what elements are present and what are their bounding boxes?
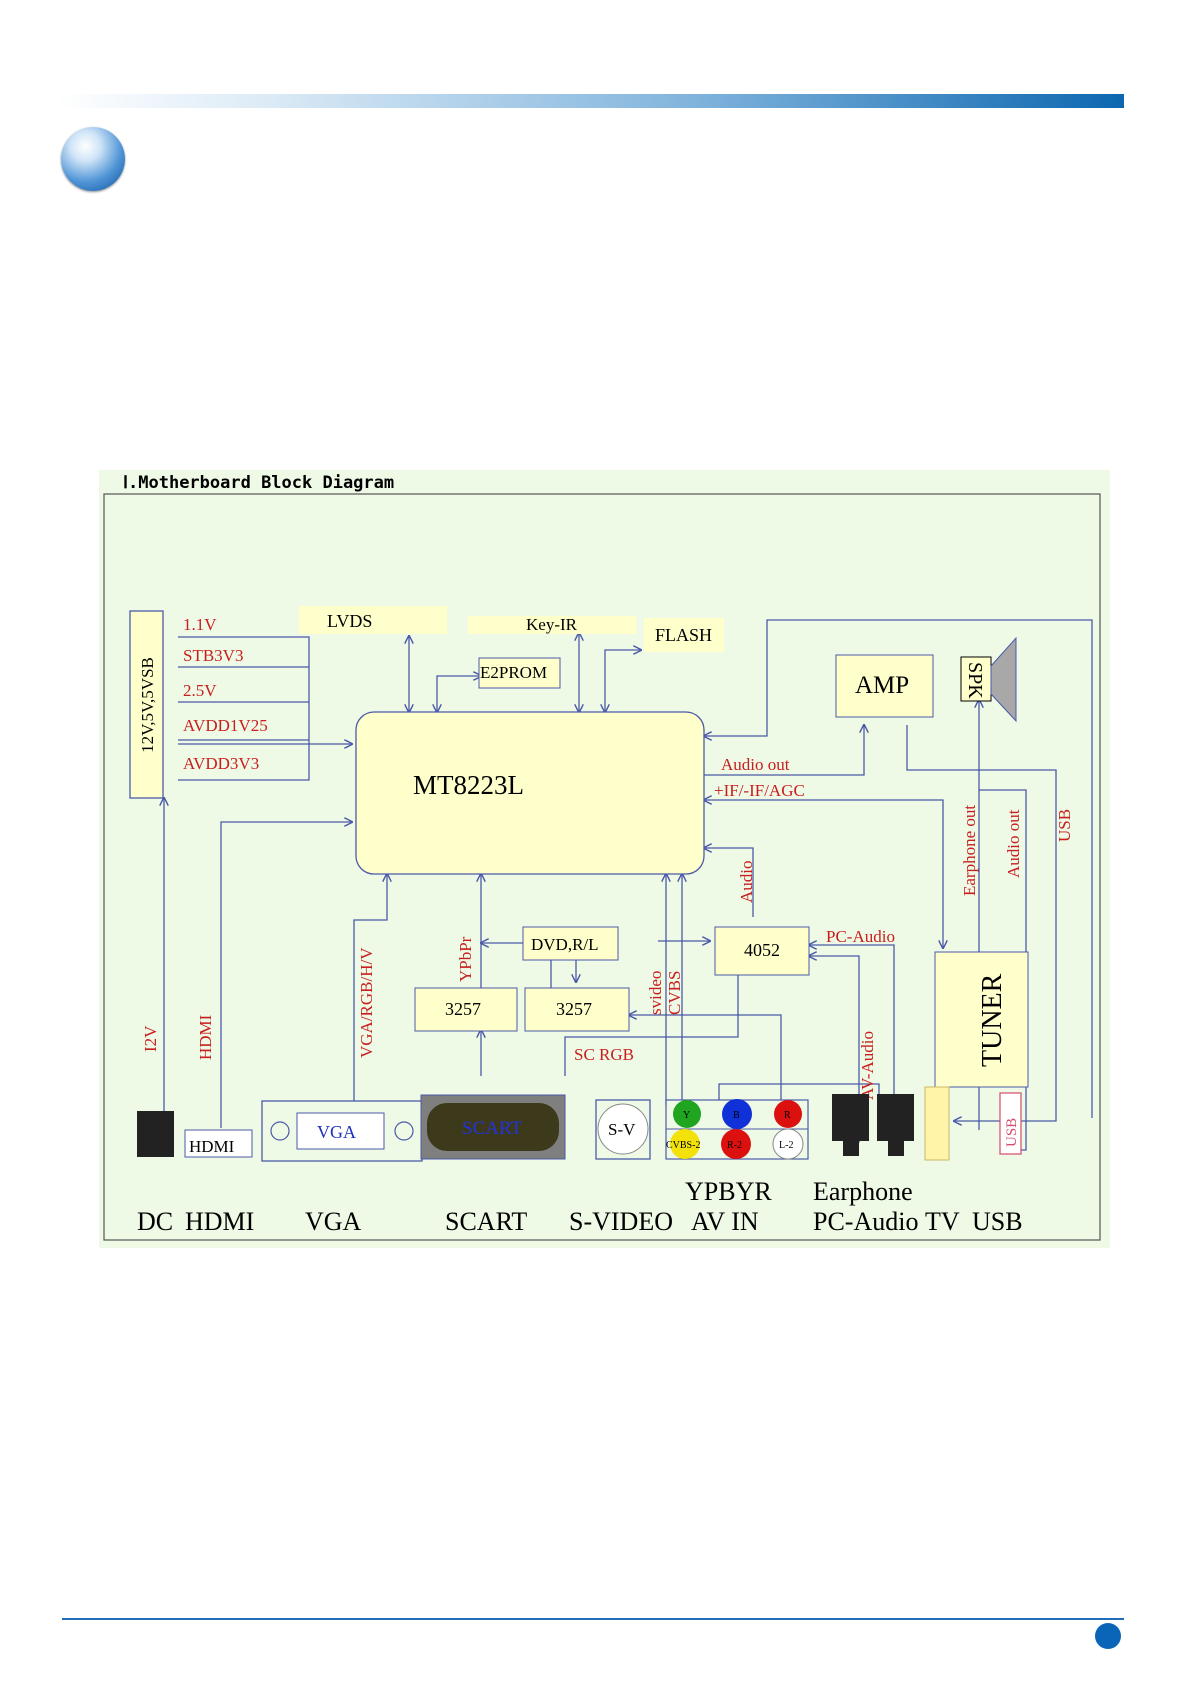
r-jack-icon <box>774 1100 802 1128</box>
mux-4052-block <box>714 926 810 976</box>
vga-screw-left-icon <box>270 1121 290 1141</box>
pc-audio-jack-connector <box>877 1094 914 1141</box>
cvbs2-jack-icon <box>670 1129 700 1159</box>
r2-jack-label: R-2 <box>727 1140 742 1151</box>
tuner-block <box>934 951 1029 1088</box>
keyir-block <box>468 616 636 634</box>
12v-signal-label: I2V <box>141 1025 160 1052</box>
ypbpr-label: YPbPr <box>456 936 475 982</box>
diagram-title: Ⅰ.Motherboard Block Diagram <box>123 473 394 493</box>
amp-label: AMP <box>855 672 909 699</box>
earphone-jack-plug <box>843 1141 859 1156</box>
bottom-label-avin: AV IN <box>691 1207 759 1236</box>
y-jack-icon <box>673 1100 701 1128</box>
vga-connector-label: VGA <box>317 1122 356 1142</box>
b-jack-icon <box>722 1099 752 1129</box>
hdmi-connector-label: HDMI <box>189 1137 235 1156</box>
mux-4052-label: 4052 <box>744 940 780 960</box>
amp-block <box>835 654 934 718</box>
usb-connector-label: USB <box>1004 1118 1020 1147</box>
bottom-label-svideo: S-VIDEO <box>569 1207 673 1236</box>
svideo-connector-label: S-V <box>608 1120 636 1139</box>
r-jack-label: R <box>784 1110 791 1121</box>
dvd-block <box>522 926 619 961</box>
page-dot-icon <box>1095 1623 1121 1649</box>
usb-vertical-label: USB <box>1055 809 1074 842</box>
lvds-block <box>299 606 447 634</box>
rail-stb3v3: STB3V3 <box>183 646 243 665</box>
flash-block <box>644 618 724 652</box>
r2-jack-icon <box>721 1129 751 1159</box>
vga-connector-body <box>296 1112 385 1150</box>
cvbs-label: CVBS <box>665 971 684 1015</box>
tv-antenna-connector <box>924 1086 950 1161</box>
block-diagram: Ⅰ.Motherboard Block Diagram <box>99 470 1110 1248</box>
section-orb-icon <box>61 127 125 191</box>
bottom-label-usb: USB <box>972 1207 1023 1236</box>
dc-jack-connector <box>137 1111 174 1157</box>
spk-label: SPK <box>964 662 986 699</box>
e2prom-block <box>478 657 561 689</box>
earphone-jack-connector <box>832 1094 869 1141</box>
switch-3257-b-label: 3257 <box>556 999 592 1019</box>
bottom-label-vga: VGA <box>305 1207 362 1236</box>
audio-out-vertical-label: Audio out <box>1004 809 1023 878</box>
bottom-label-ypbyr: YPBYR <box>685 1177 772 1206</box>
pc-audio-label: PC-Audio <box>826 927 895 946</box>
scart-connector-body <box>427 1103 559 1151</box>
earphone-out-label: Earphone out <box>960 805 979 896</box>
usb-connector <box>999 1092 1022 1155</box>
lvds-label: LVDS <box>327 611 372 631</box>
bottom-label-hdmi: HDMI <box>185 1207 254 1236</box>
scart-connector-label: SCART <box>462 1118 522 1139</box>
y-jack-label: Y <box>683 1110 690 1121</box>
if-agc-label: +IF/-IF/AGC <box>714 781 805 800</box>
audio-out-label: Audio out <box>721 755 790 774</box>
bottom-label-scart: SCART <box>445 1207 527 1236</box>
bottom-label-pcaudio: PC-Audio <box>813 1207 918 1236</box>
bottom-label-earphone: Earphone <box>813 1177 913 1206</box>
vga-screw-right-icon <box>394 1121 414 1141</box>
switch-3257-a-block <box>414 987 518 1032</box>
speaker-cone-icon <box>990 636 1017 723</box>
bottom-label-tv: TV <box>925 1207 960 1236</box>
vga-rgb-label: VGA/RGB/H/V <box>357 947 376 1058</box>
power-rails-block <box>129 610 164 799</box>
pc-audio-jack-plug <box>888 1141 904 1156</box>
tuner-label: TUNER <box>977 973 1008 1067</box>
header-gradient-bar <box>58 94 1124 108</box>
keyir-label: Key-IR <box>526 615 578 634</box>
hdmi-connector <box>184 1129 253 1158</box>
switch-3257-b-block <box>524 987 630 1032</box>
power-rails-label: 12V,5V,5VSB <box>138 657 157 753</box>
l2-jack-icon <box>772 1128 804 1160</box>
rail-1v1: 1.1V <box>183 615 217 634</box>
main-chip-label: MT8223L <box>413 770 524 800</box>
e2prom-label: E2PROM <box>480 663 547 682</box>
l2-jack-label: L-2 <box>779 1140 793 1151</box>
audio-label: Audio <box>737 861 756 904</box>
sc-rgb-label: SC RGB <box>574 1045 634 1064</box>
rail-2v5: 2.5V <box>183 681 217 700</box>
rail-avdd3v3: AVDD3V3 <box>183 754 259 773</box>
main-chip-block <box>355 711 705 875</box>
b-jack-label: B <box>733 1110 740 1121</box>
svideo-label: svideo <box>646 971 665 1015</box>
rail-avdd1v25: AVDD1V25 <box>183 716 268 735</box>
flash-label: FLASH <box>655 625 712 645</box>
footer-rule <box>62 1618 1124 1620</box>
bottom-label-dc: DC <box>137 1207 173 1236</box>
cvbs2-jack-label: CVBS-2 <box>666 1140 700 1151</box>
svideo-port-icon <box>597 1103 649 1155</box>
switch-3257-a-label: 3257 <box>445 999 481 1019</box>
hdmi-signal-label: HDMI <box>196 1014 215 1060</box>
diagram-frame <box>103 493 1101 1241</box>
av-audio-label: AV-Audio <box>858 1031 877 1100</box>
block-diagram-svg: Ⅰ.Motherboard Block Diagram <box>103 473 1101 1241</box>
dvd-label: DVD,R/L <box>531 935 599 954</box>
